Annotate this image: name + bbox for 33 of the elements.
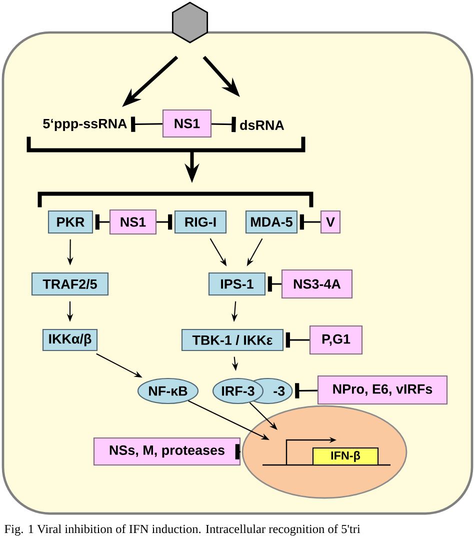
inhibition-line <box>295 383 318 398</box>
inhibitor-box: NS3-4A <box>281 269 353 299</box>
protein-box: MDA-5 <box>245 210 298 234</box>
protein-oval: IRF-3 <box>212 378 264 404</box>
protein-box: IPS-1 <box>208 272 266 296</box>
inhibition-line <box>268 276 282 292</box>
inhibitor-box: NS1 <box>162 109 212 138</box>
inhibition-line <box>300 214 320 230</box>
bracket <box>26 136 306 152</box>
label-text: 5‘ppp-ssRNA <box>43 118 127 132</box>
gene-box: IFN-β <box>312 447 379 466</box>
nucleus-ellipse <box>242 405 408 499</box>
inhibitor-box: NS1 <box>109 209 157 235</box>
inhibitor-box: P,G1 <box>309 325 363 355</box>
bracket <box>38 192 314 208</box>
inhibition-line <box>156 214 172 230</box>
inhibition-line <box>95 214 110 230</box>
inhibition-line <box>130 116 162 132</box>
inhibitor-box: V <box>320 210 341 234</box>
label-text: dsRNA <box>240 120 284 130</box>
protein-box: PKR <box>48 210 94 234</box>
caption: Fig. 1 Viral inhibition of IFN induction. Intracellular recognition of 5'tri <box>4 524 360 536</box>
protein-box: RIG-I <box>174 210 227 234</box>
protein-box: TRAF2/5 <box>31 272 109 296</box>
inhibition-line <box>235 444 241 460</box>
protein-oval: NF-κB <box>137 378 199 404</box>
protein-box: IKKα/β <box>42 328 98 352</box>
inhibition-line <box>212 116 236 132</box>
inhibitor-box: NSs, M, proteases <box>93 437 241 466</box>
virus-hexagon <box>172 2 208 44</box>
inhibitor-box: NPro, E6, vIRFs <box>317 375 448 405</box>
inhibition-line <box>286 332 310 348</box>
protein-box: TBK-1 / IKKε <box>181 328 284 352</box>
